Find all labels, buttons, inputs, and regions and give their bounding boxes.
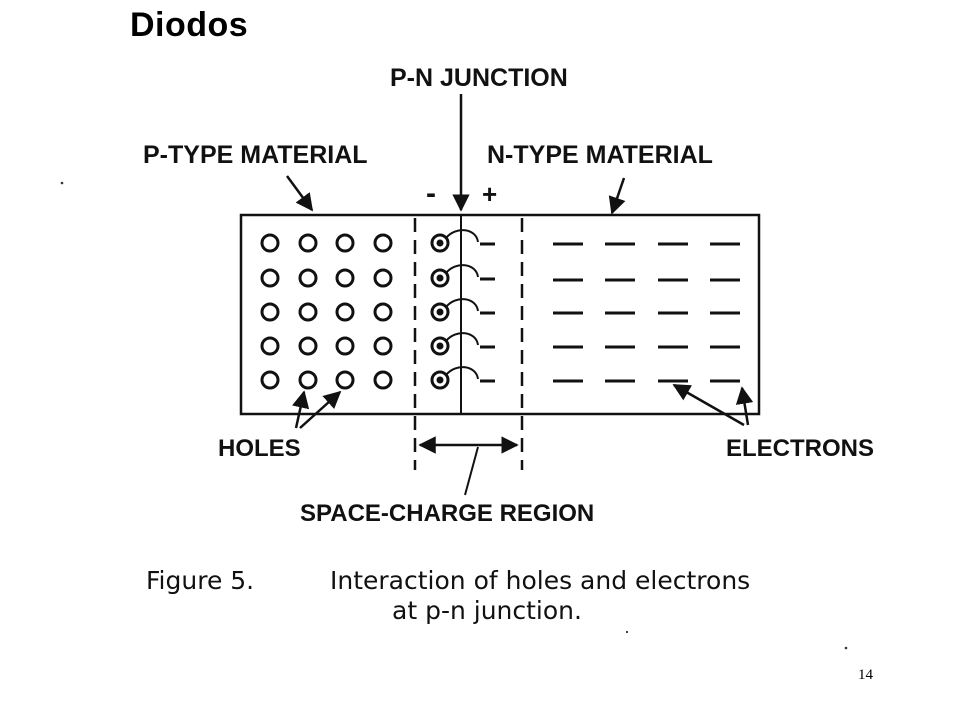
electrons-label: ELECTRONS: [726, 435, 874, 462]
hole: [260, 268, 280, 288]
minus-sign: -: [426, 177, 436, 210]
electrons-pointer-arrow-1: [672, 383, 745, 427]
figure-caption-number: Figure 5.: [146, 566, 254, 595]
recombination-pair: [430, 264, 495, 288]
electrons-group: [553, 242, 740, 383]
recombination-group: [430, 229, 495, 390]
hole: [373, 233, 393, 253]
holes-pointer-arrow-2: [299, 390, 342, 429]
holes-group: [260, 233, 393, 390]
hole: [335, 370, 355, 390]
figure-caption-line1: Interaction of holes and electrons: [330, 566, 750, 595]
hole: [373, 336, 393, 356]
slide-title: Diodos: [130, 6, 249, 44]
hole: [298, 336, 318, 356]
plus-sign: +: [482, 179, 497, 209]
recombination-pair: [430, 332, 495, 356]
recombination-pair: [430, 229, 495, 253]
space-charge-region-label: SPACE-CHARGE REGION: [300, 500, 594, 527]
holes-pointer-arrow-1: [292, 390, 310, 429]
scan-speck: [844, 646, 848, 650]
hole: [335, 336, 355, 356]
recombination-pair: [430, 298, 495, 322]
n-type-material-label: N-TYPE MATERIAL: [487, 141, 713, 169]
hole: [298, 233, 318, 253]
hole: [373, 268, 393, 288]
space-charge-leader-line: [464, 446, 479, 496]
hole: [260, 370, 280, 390]
p-type-pointer-arrow: [285, 175, 314, 212]
hole: [298, 302, 318, 322]
hole: [335, 268, 355, 288]
hole: [373, 302, 393, 322]
pn-junction-label: P-N JUNCTION: [390, 64, 568, 92]
recombination-pair: [430, 366, 495, 390]
figure-caption-line2: at p-n junction.: [392, 596, 582, 625]
scan-speck: [60, 181, 64, 185]
hole: [298, 268, 318, 288]
scan-speck: [625, 630, 629, 634]
hole: [335, 302, 355, 322]
hole: [298, 370, 318, 390]
electrons-pointer-arrow-2: [735, 386, 754, 426]
hole: [260, 302, 280, 322]
hole: [260, 233, 280, 253]
hole: [373, 370, 393, 390]
hole: [260, 336, 280, 356]
holes-label: HOLES: [218, 435, 301, 462]
p-type-material-label: P-TYPE MATERIAL: [143, 141, 368, 169]
page-number: 14: [858, 667, 873, 683]
hole: [335, 233, 355, 253]
n-type-pointer-arrow: [608, 177, 626, 215]
semiconductor-block: [239, 213, 761, 416]
